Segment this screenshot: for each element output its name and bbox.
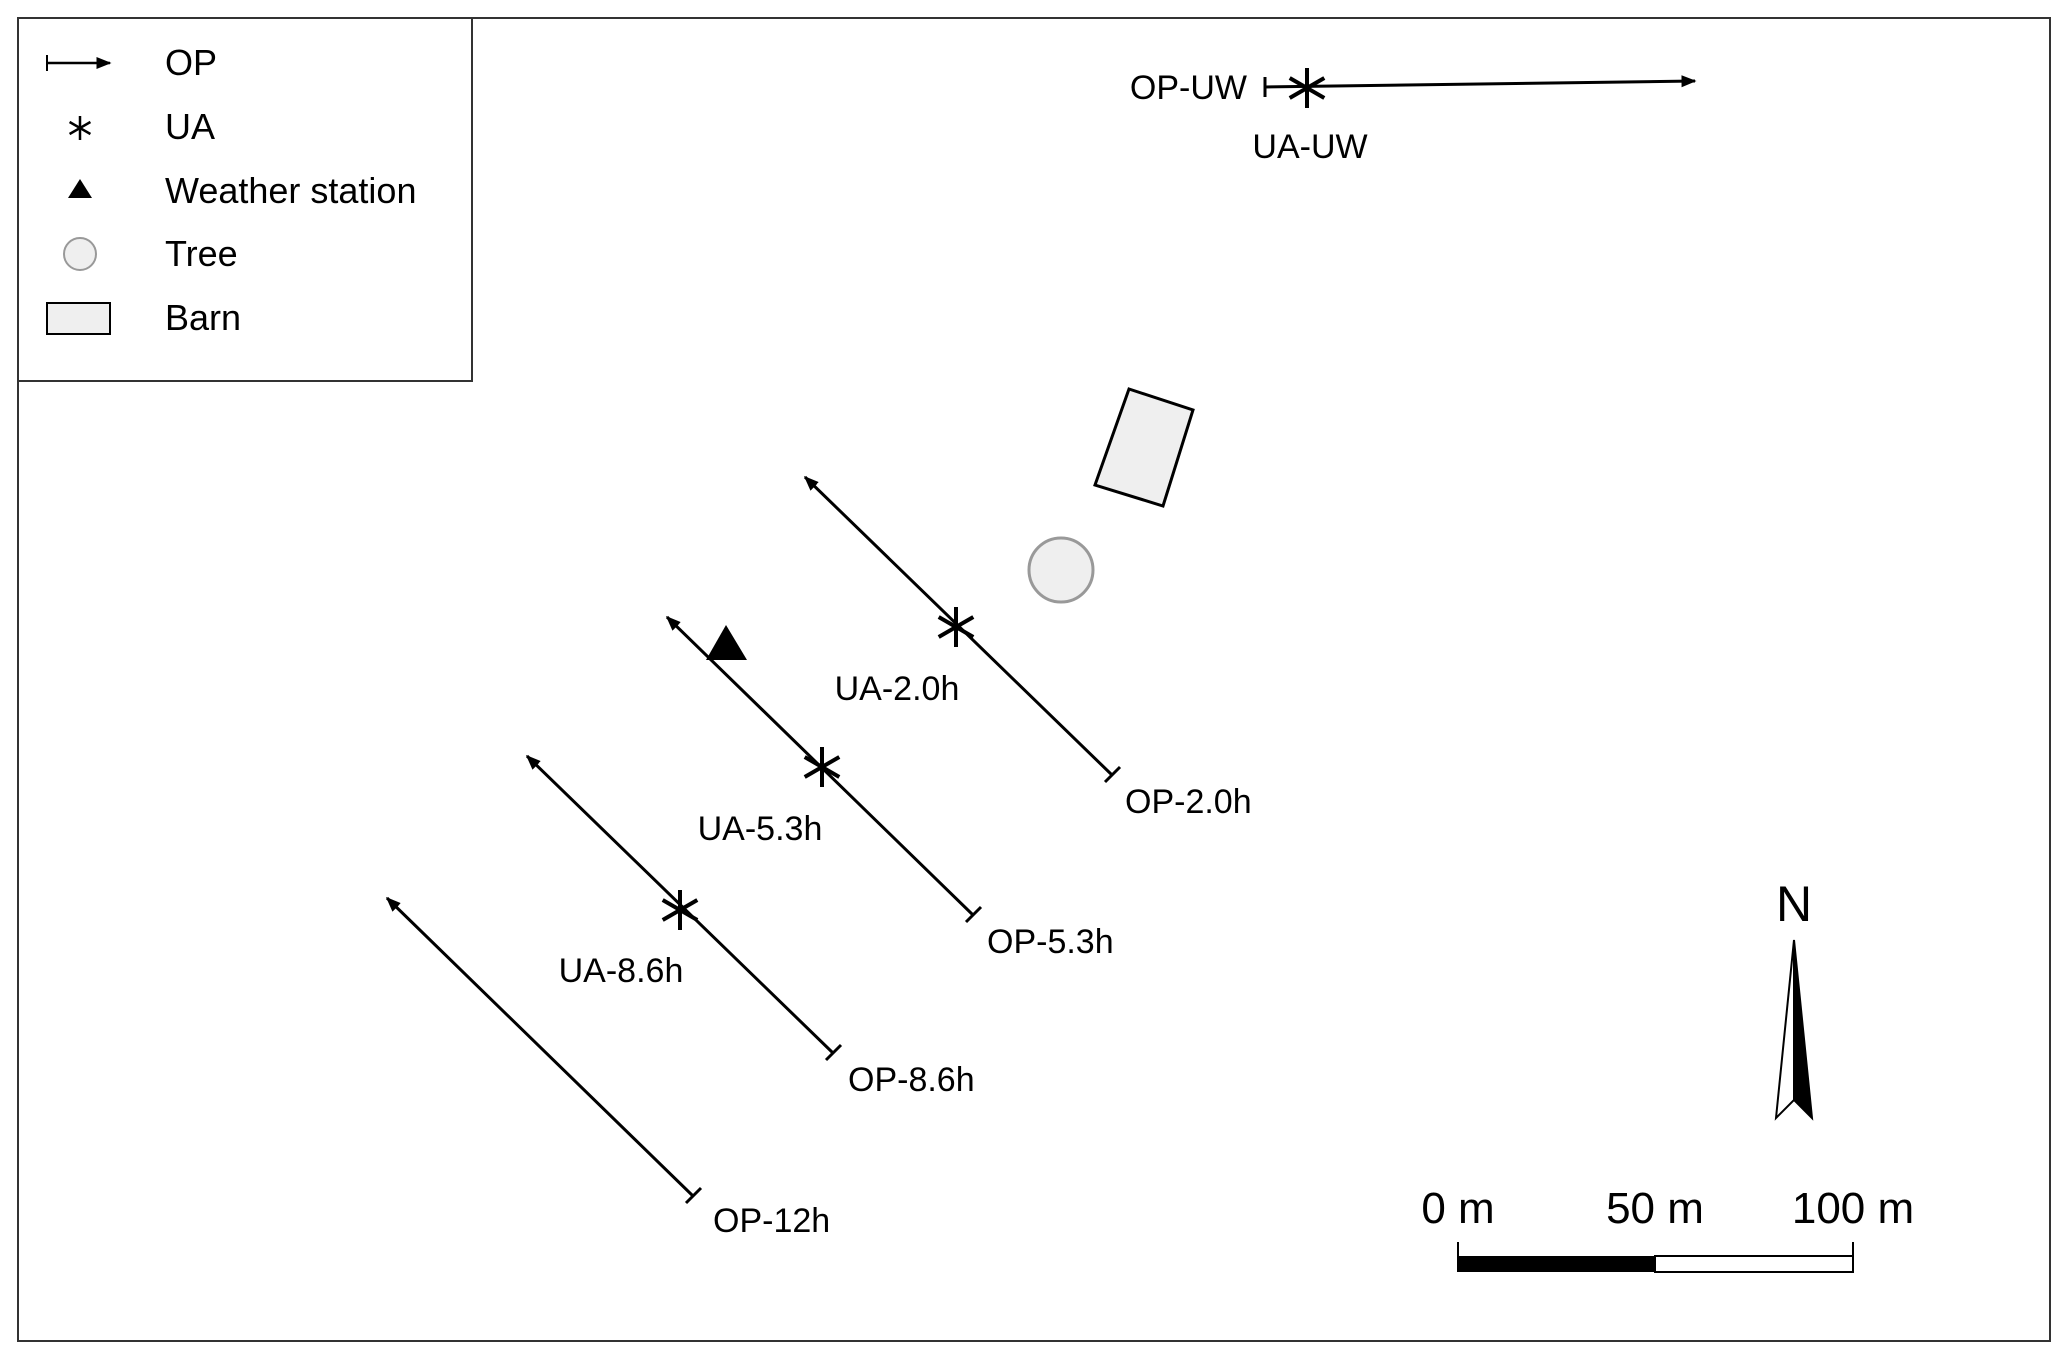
sensor-ua-5-3h: UA-5.3h <box>698 747 841 848</box>
legend-label-barn: Barn <box>165 297 241 338</box>
asterisk-icon <box>661 890 699 930</box>
triangle-icon <box>68 179 92 198</box>
path-op-2-0h: OP-2.0h <box>803 475 1252 821</box>
legend-item-barn: Barn <box>46 297 241 338</box>
legend-item-ua: UA <box>68 106 215 147</box>
label-op-uw: OP-UW <box>1130 69 1247 107</box>
legend-item-op: OP <box>46 42 217 83</box>
label-op-2-0h: OP-2.0h <box>1125 783 1252 821</box>
legend: OP UA Weather station Tree Barn <box>17 17 473 382</box>
sensor-ua-8-6h: UA-8.6h <box>559 890 699 990</box>
legend-item-weather-station: Weather station <box>68 170 416 211</box>
barn <box>1093 387 1195 508</box>
label-op-5-3h: OP-5.3h <box>987 923 1114 961</box>
legend-label-tree: Tree <box>165 233 238 274</box>
map-frame <box>17 17 2051 1342</box>
asterisk-icon <box>803 747 841 787</box>
scale-segment-filled <box>1458 1256 1655 1272</box>
legend-label-weather-station: Weather station <box>165 170 416 211</box>
rectangle-icon <box>46 302 111 335</box>
scale-bar: 0 m 50 m 100 m <box>1421 1184 1914 1273</box>
path-op-12h: OP-12h <box>385 896 830 1240</box>
arrow-icon <box>46 55 112 71</box>
circle-icon <box>63 237 97 271</box>
asterisk-icon <box>937 607 975 647</box>
sensor-ua-2-0h: UA-2.0h <box>835 607 975 708</box>
scale-label-0: 0 m <box>1421 1184 1494 1233</box>
legend-item-tree: Tree <box>63 233 238 274</box>
asterisk-icon <box>68 116 92 140</box>
scale-label-50: 50 m <box>1606 1184 1704 1233</box>
north-arrow: N <box>1774 876 1814 1121</box>
label-ua-5-3h: UA-5.3h <box>698 810 823 848</box>
scale-label-100: 100 m <box>1792 1184 1914 1233</box>
tree <box>1027 536 1095 604</box>
weather-station <box>706 625 747 660</box>
label-ua-uw: UA-UW <box>1252 128 1367 166</box>
sensor-ua-uw: UA-UW <box>1252 68 1368 166</box>
label-op-12h: OP-12h <box>713 1202 830 1240</box>
legend-label-ua: UA <box>165 106 215 147</box>
legend-label-op: OP <box>165 42 217 83</box>
path-op-5-3h: OP-5.3h <box>665 615 1114 961</box>
scale-segment-empty <box>1654 1255 1854 1273</box>
label-ua-2-0h: UA-2.0h <box>835 670 960 708</box>
label-ua-8-6h: UA-8.6h <box>559 952 684 990</box>
north-arrow-right-half <box>1793 939 1814 1121</box>
path-op-uw: OP-UW <box>1130 69 1697 107</box>
asterisk-icon <box>1288 68 1326 108</box>
north-arrow-left-half <box>1774 939 1795 1121</box>
label-op-8-6h: OP-8.6h <box>848 1061 975 1099</box>
north-label: N <box>1776 876 1812 932</box>
path-op-8-6h: OP-8.6h <box>525 754 975 1099</box>
